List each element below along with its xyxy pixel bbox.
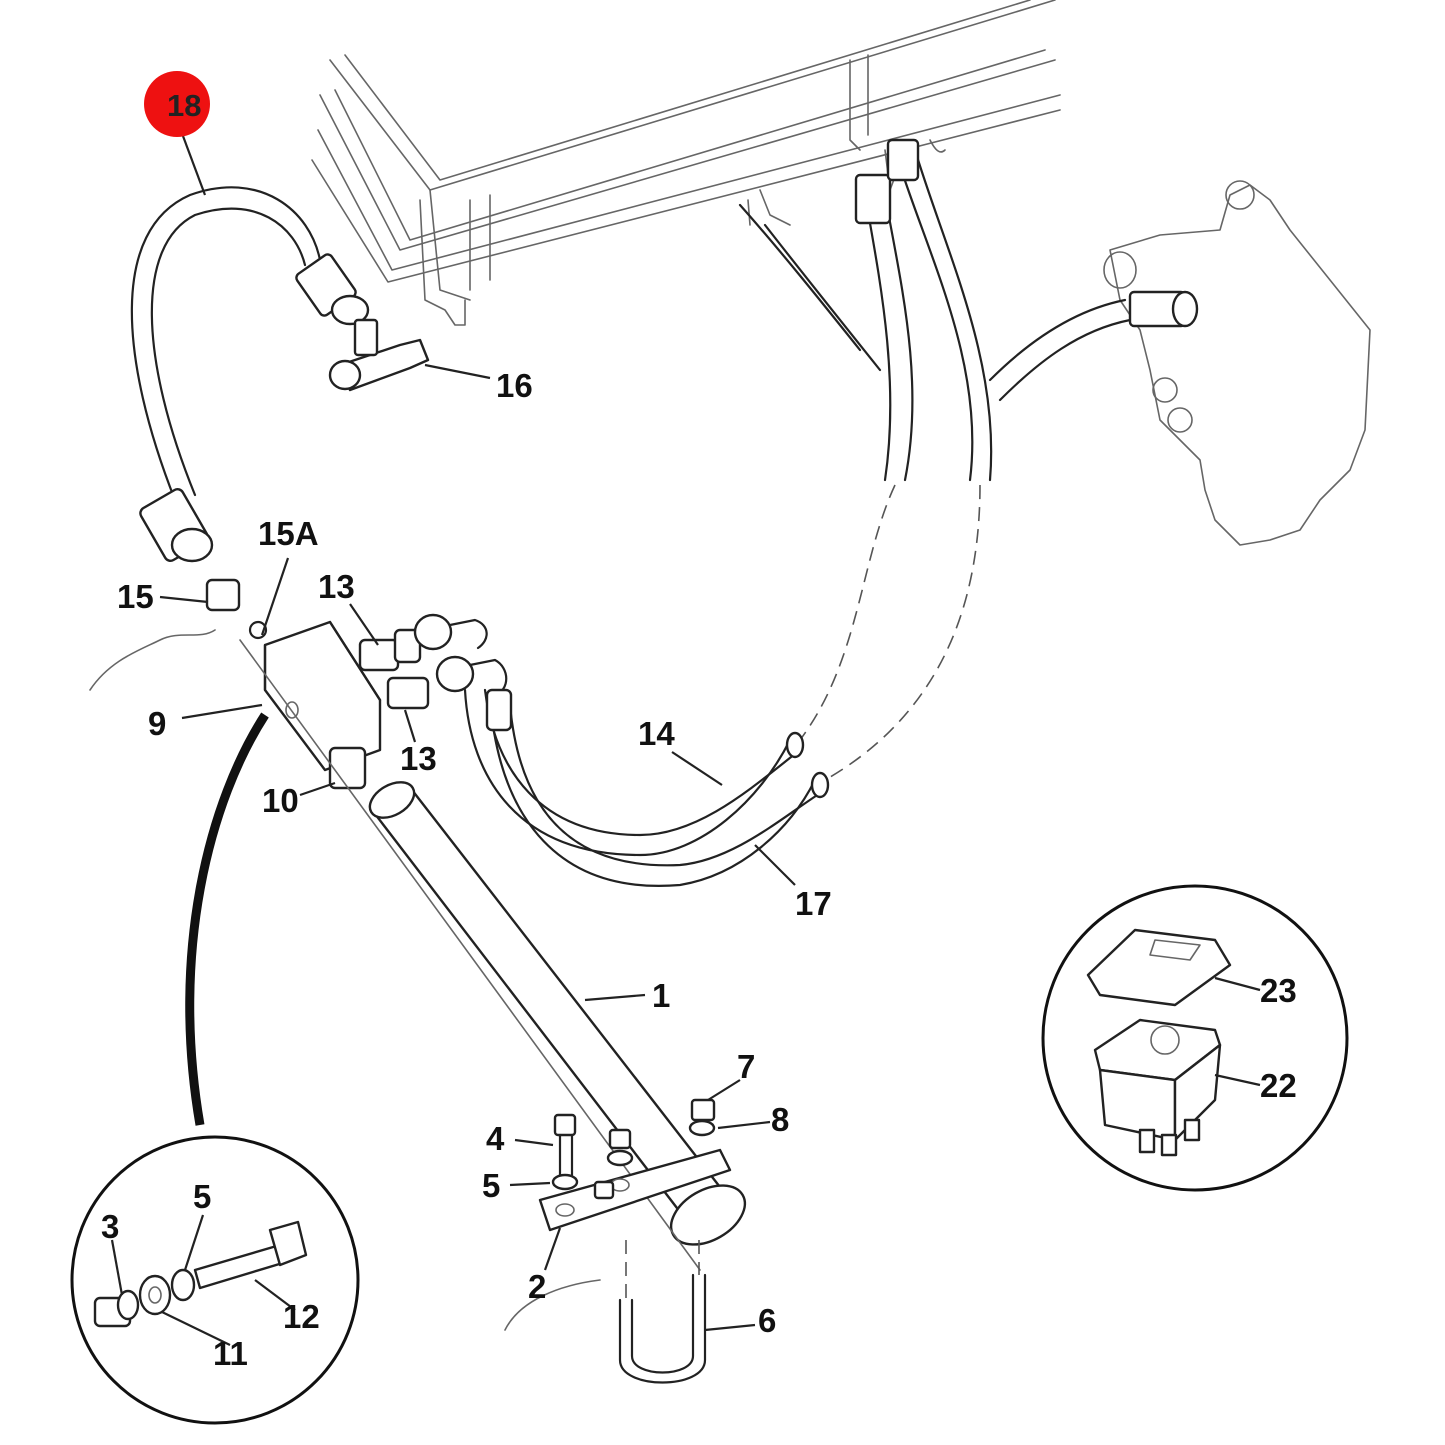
callout-3[interactable]: 3 <box>101 1208 119 1245</box>
callout-6[interactable]: 6 <box>758 1302 776 1339</box>
callout-5-main[interactable]: 5 <box>482 1167 500 1204</box>
highlight-marker <box>144 71 210 137</box>
callout-22[interactable]: 22 <box>1260 1067 1297 1104</box>
callout-2[interactable]: 2 <box>528 1268 546 1305</box>
callout-15a[interactable]: 15A <box>258 515 319 552</box>
callout-11[interactable]: 11 <box>213 1335 248 1372</box>
fittings <box>205 578 508 790</box>
callout-10[interactable]: 10 <box>262 782 299 819</box>
callout-16[interactable]: 16 <box>496 367 533 404</box>
callout-12[interactable]: 12 <box>283 1298 320 1335</box>
hoses-lower <box>463 688 830 887</box>
callout-23[interactable]: 23 <box>1260 972 1297 1009</box>
callout-18[interactable]: 18 <box>167 88 201 123</box>
callout-7[interactable]: 7 <box>737 1048 755 1085</box>
callout-1[interactable]: 1 <box>652 977 670 1014</box>
u-bolt-6 <box>618 1240 707 1384</box>
callout-13-lower[interactable]: 13 <box>400 740 437 777</box>
detail-connector <box>185 712 269 1126</box>
detail-circle-switch <box>1041 884 1349 1192</box>
callout-9[interactable]: 9 <box>148 705 166 742</box>
hose-18[interactable] <box>130 186 370 563</box>
manifold-block-9 <box>248 620 382 772</box>
callout-17[interactable]: 17 <box>795 885 832 922</box>
bracket-2 <box>538 1098 732 1232</box>
hoses-upper <box>854 138 993 482</box>
callout-14[interactable]: 14 <box>638 715 675 752</box>
callout-13-upper[interactable]: 13 <box>318 568 355 605</box>
hose-routing-dashed <box>799 484 981 781</box>
callout-15[interactable]: 15 <box>117 578 154 615</box>
callout-4[interactable]: 4 <box>486 1120 505 1157</box>
machine-frame <box>311 0 1061 372</box>
callout-5-detail[interactable]: 5 <box>193 1178 211 1215</box>
tee-fitting-16 <box>328 318 430 392</box>
sketch-lines <box>89 629 601 1331</box>
callout-labels: 18 16 15A 15 13 13 9 10 14 17 1 7 8 4 5 … <box>101 88 1297 1372</box>
control-valve <box>988 180 1371 546</box>
leader-lines <box>110 127 1261 1346</box>
callout-8[interactable]: 8 <box>771 1101 789 1138</box>
detail-circle-left <box>70 1135 360 1425</box>
